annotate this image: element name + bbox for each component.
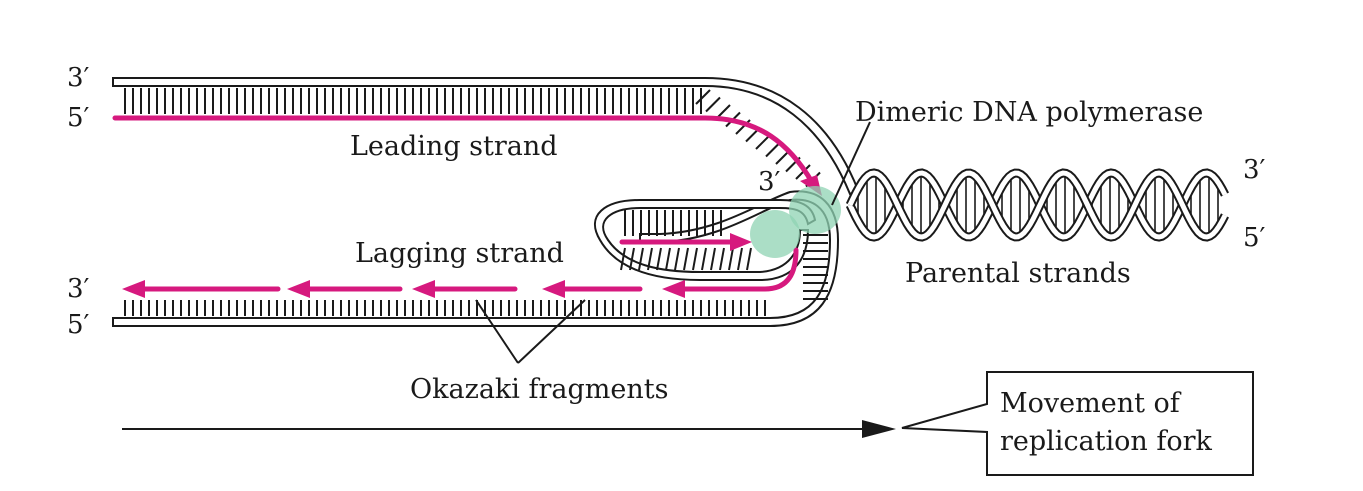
okazaki-pointer-right [517,299,586,364]
okazaki-fragment-arrowhead [412,280,435,298]
top-left-3prime-label: 3′ [67,63,90,93]
base-pair-rung [719,247,725,271]
base-pair-rung [683,247,689,271]
leading-strand-rungs [124,88,821,188]
polymerase-label: Dimeric DNA polymerase [855,97,1203,128]
okazaki-fragments [122,233,799,298]
polymerase-pointer [831,121,871,206]
lagging-strand-label: Lagging strand [355,238,564,269]
okazaki-fragment-arrowhead [542,280,565,298]
okazaki-pointer-left [475,299,519,364]
bottom-left-3prime-label: 3′ [67,274,90,304]
leading-tip-3prime-label: 3′ [758,167,781,197]
okazaki-fragment-arrowhead [662,280,685,298]
base-pair-rung [638,247,644,271]
base-pair-rung [692,247,698,271]
base-pair-rung [656,247,662,271]
base-pair-rung [755,134,771,150]
polymerase-subunit-upper [789,186,841,234]
parental-strands-label: Parental strands [905,258,1131,289]
base-pair-rung [765,141,781,158]
base-pair-rung [647,247,653,271]
movement-callout-box [901,371,1254,476]
okazaki-fragment-arrowhead [287,280,310,298]
right-3prime-label: 3′ [1243,155,1266,185]
fork-movement-arrowhead [862,420,896,438]
base-pair-rung [728,247,734,271]
top-left-5prime-label: 5′ [67,103,90,133]
okazaki-fragment [677,247,799,292]
helix-strand-3prime [847,170,1228,240]
helix-strand-5prime [847,170,1228,240]
base-pair-rung [665,247,671,271]
base-pair-rung [705,96,721,113]
polymerase-subunit-lower [750,210,800,258]
bottom-left-5prime-label: 5′ [67,310,90,340]
leading-strand-label: Leading strand [350,131,558,162]
base-pair-rung [710,247,716,271]
okazaki-fragments-label: Okazaki fragments [410,374,668,405]
base-pair-rung [701,247,707,271]
base-pair-rung [620,247,626,271]
base-pair-rung [695,89,711,105]
base-pair-rung [674,247,680,271]
okazaki-fragment-arrowhead [122,280,145,298]
leading-strand [112,115,815,185]
new-okazaki-fragment-arrowhead [730,233,752,251]
top-parental-strand [112,77,860,196]
movement-label-line1: Movement of [1000,388,1182,419]
movement-label-line2: replication fork [1000,426,1213,457]
base-pair-rung [629,247,635,271]
right-5prime-label: 5′ [1243,223,1266,253]
parental-double-helix [845,168,1229,242]
base-pair-rung [737,247,743,271]
base-pair-rung [746,247,752,271]
